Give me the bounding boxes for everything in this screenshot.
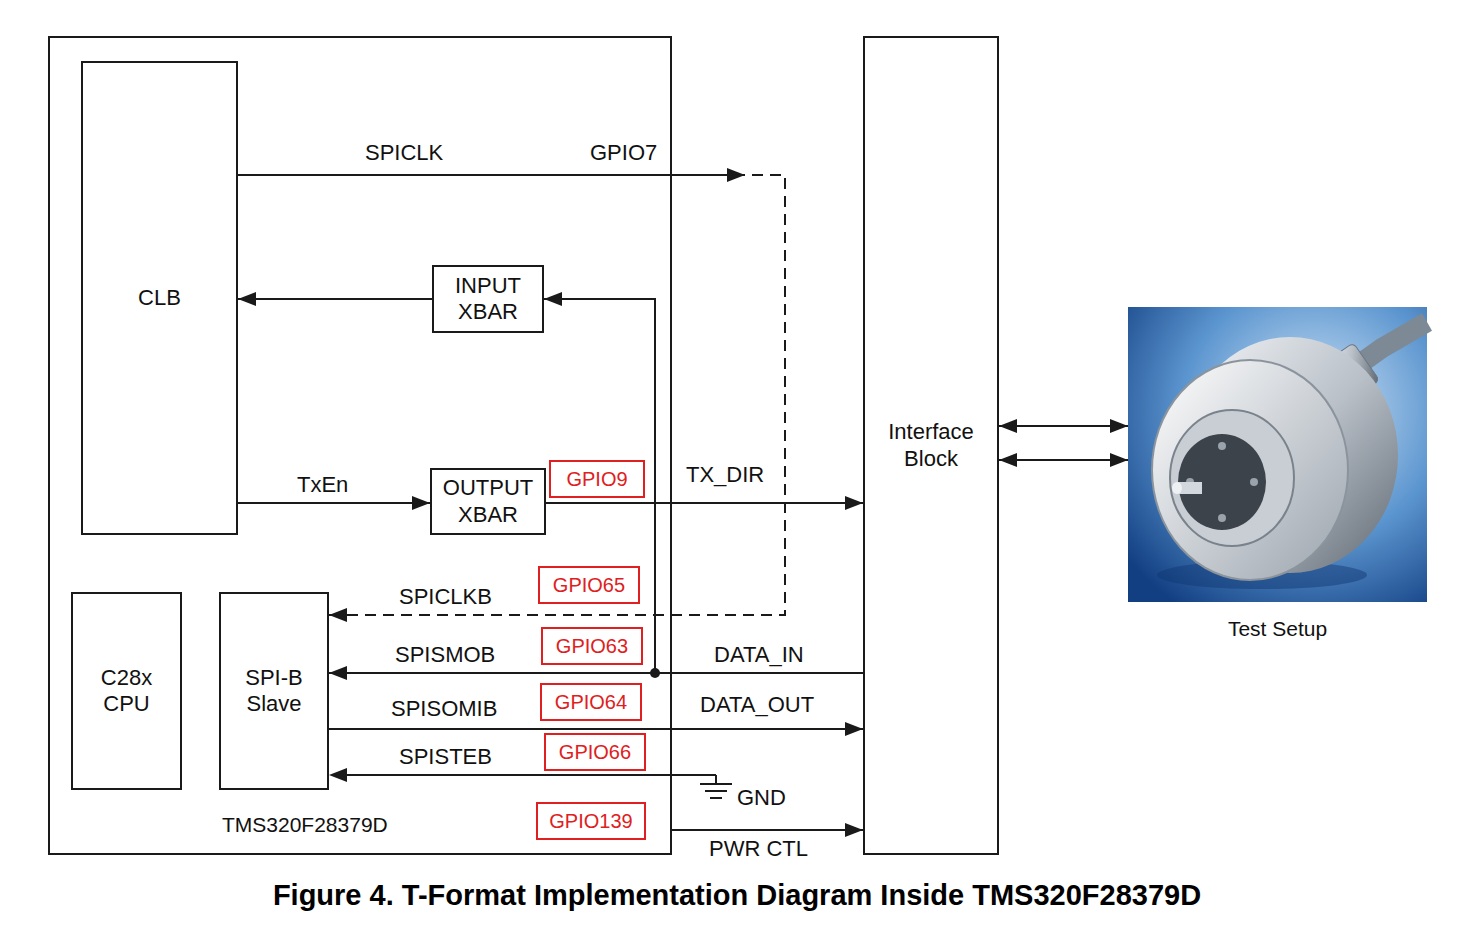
- block-label: CLB: [138, 285, 181, 311]
- arrow-head: [329, 768, 347, 782]
- shaft-end: [1172, 482, 1182, 494]
- gpio-callout: GPIO64: [540, 683, 642, 721]
- logic-block: CLB: [81, 61, 238, 535]
- block-label: INPUT XBAR: [440, 273, 536, 326]
- signal-wire: [546, 502, 863, 504]
- signal-arrow: [238, 168, 785, 622]
- signal-label: TxEn: [297, 472, 348, 498]
- photo-background: [1128, 307, 1427, 602]
- signal-wire: [238, 174, 745, 176]
- signal-arrow: [546, 496, 863, 510]
- arrow-head: [1110, 453, 1128, 467]
- arrow-head: [544, 292, 562, 306]
- arrow-head: [412, 496, 430, 510]
- mount-hole: [1250, 478, 1258, 486]
- block-label: Test Setup: [1128, 616, 1427, 641]
- pin-callout-text: GPIO65: [553, 573, 625, 597]
- ground-symbol: [715, 775, 717, 784]
- mount-hole: [1218, 514, 1226, 522]
- signal-wire: [329, 672, 863, 674]
- crossbar-box: INPUT XBAR: [432, 265, 544, 333]
- signal-wire: [329, 728, 863, 730]
- signal-arrow: [238, 496, 430, 510]
- pin-callout-text: GPIO139: [549, 809, 632, 833]
- pin-callout-text: GPIO9: [566, 467, 627, 491]
- signal-label: TX_DIR: [686, 462, 764, 488]
- encoder-figure: Test Setup: [1128, 307, 1427, 602]
- interface-block: Interface Block: [863, 36, 999, 855]
- signal-label: DATA_IN: [714, 642, 804, 668]
- signal-wire: [672, 829, 863, 831]
- arrow-head: [999, 453, 1017, 467]
- pin-callout-text: GPIO64: [555, 690, 627, 714]
- arrow-head: [238, 292, 256, 306]
- signal-arrow: [329, 666, 863, 680]
- spiste-wire: [340, 774, 716, 776]
- arrow-head: [845, 823, 863, 837]
- ground-label: GND: [737, 785, 786, 811]
- gpio-callout: GPIO9: [549, 460, 645, 498]
- gpio-callout: GPIO65: [538, 566, 640, 604]
- arrow-head: [1110, 419, 1128, 433]
- ground-symbol: [700, 783, 732, 785]
- cpu-box: C28x CPU: [71, 592, 182, 790]
- pin-label: GPIO7: [590, 140, 657, 166]
- signal-label: SPICLK: [365, 140, 443, 166]
- signal-arrow: [999, 419, 1128, 433]
- crossbar-box: OUTPUT XBAR: [430, 468, 546, 535]
- chip-boundary: TMS320F28379D CLB INPUT XBAR OUTPUT XBAR C28…: [48, 36, 672, 855]
- arrow-head: [727, 168, 745, 182]
- block-label: Interface Block: [876, 419, 986, 472]
- arrow-head: [845, 722, 863, 736]
- signal-arrow: [544, 292, 863, 673]
- gpio-callout: GPIO63: [541, 627, 643, 665]
- arrow-head: [329, 608, 347, 622]
- mount-hole: [1218, 442, 1226, 450]
- block-label: TMS320F28379D: [222, 812, 388, 837]
- signal-label: SPISTEB: [399, 744, 492, 770]
- signal-wire: [999, 425, 1128, 427]
- pin-callout-text: GPIO63: [556, 634, 628, 658]
- dashed-wire: [329, 175, 785, 615]
- encoder-face: [1152, 360, 1348, 580]
- signal-label: PWR CTL: [709, 836, 808, 862]
- arrow-head: [999, 419, 1017, 433]
- gpio-callout: GPIO139: [536, 802, 646, 840]
- signal-wire: [238, 298, 432, 300]
- signal-wire: [238, 502, 430, 504]
- signal-label: DATA_OUT: [700, 692, 814, 718]
- signal-wire: [999, 459, 1128, 461]
- gpio-callout: GPIO66: [544, 733, 646, 771]
- signal-arrow: [999, 453, 1128, 467]
- figure-caption: Figure 4. T-Format Implementation Diagra…: [0, 878, 1474, 913]
- signal-label: SPISMOB: [395, 642, 495, 668]
- block-label: C28x CPU: [87, 665, 167, 718]
- signal-arrow: [238, 292, 432, 306]
- ground-symbol: [710, 797, 722, 799]
- signal-label: SPICLKB: [399, 584, 492, 610]
- pin-callout-text: GPIO66: [559, 740, 631, 764]
- arrow-head: [329, 666, 347, 680]
- encoder-photo: [1128, 307, 1427, 602]
- spi-box: SPI-B Slave: [219, 592, 329, 790]
- encoder-ring: [1170, 410, 1294, 546]
- ground-symbol: [705, 790, 727, 792]
- signal-label: SPISOMIB: [391, 696, 497, 722]
- signal-arrow: [672, 823, 863, 837]
- block-label: SPI-B Slave: [234, 665, 314, 718]
- arrow-head: [845, 496, 863, 510]
- block-label: OUTPUT XBAR: [438, 475, 538, 528]
- signal-wire: [544, 299, 863, 673]
